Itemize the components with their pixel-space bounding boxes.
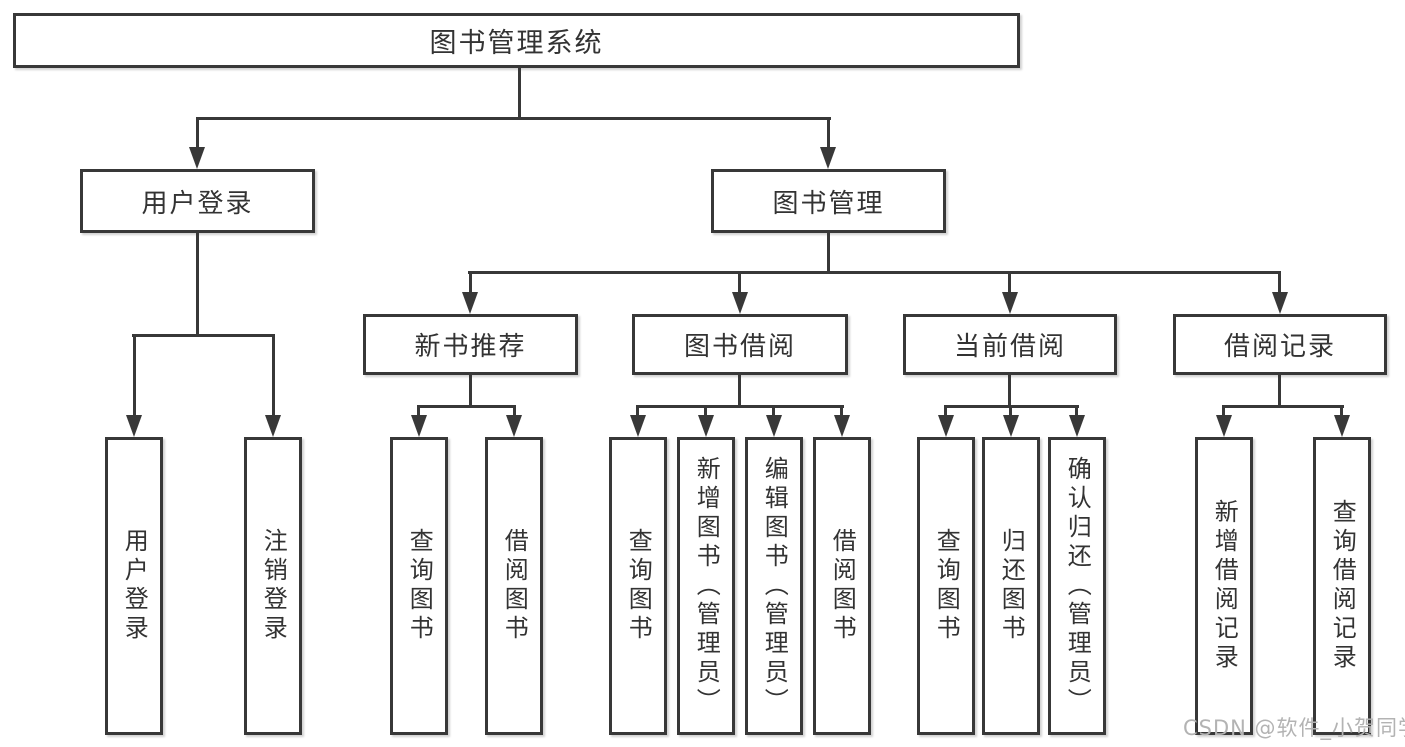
node-borrowing-records: 借阅记录: [1173, 314, 1387, 375]
connector-stem-return-book: [1009, 405, 1012, 417]
connector-stem-query-books-borrowing: [636, 405, 639, 417]
connector-stem-query-borrow-record: [1340, 405, 1343, 417]
arrowhead-edit-book-admin: [766, 415, 782, 437]
connector-recommend-vline: [469, 375, 472, 408]
connector-records-hline: [1222, 405, 1344, 408]
connector-stem-borrowing-records: [1278, 271, 1281, 294]
csdn-watermark: CSDN @软件_小贺同学: [1183, 716, 1405, 740]
leaf-add-book-admin: 新增图书（管理员）: [677, 437, 735, 735]
connector-stem-leaf-user-login: [133, 334, 136, 417]
node-book-borrowing: 图书借阅: [632, 314, 848, 375]
connector-root-vline: [518, 68, 521, 118]
arrowhead-return-book: [1003, 415, 1019, 437]
leaf-query-books-recommend: 查询图书: [390, 437, 448, 735]
arrowhead-query-borrow-record: [1334, 415, 1350, 437]
connector-borrowing-hline: [636, 405, 844, 408]
connector-stem-book-borrowing: [738, 271, 741, 294]
node-root-system: 图书管理系统: [13, 13, 1020, 68]
connector-stem-book-management: [827, 117, 830, 149]
arrowhead-borrow-books-borrowing: [834, 415, 850, 437]
connector-borrowing-vline: [738, 375, 741, 408]
arrowhead-user-login: [189, 147, 205, 169]
leaf-query-books-borrowing: 查询图书: [609, 437, 667, 735]
arrowhead-query-books-recommend: [411, 415, 427, 437]
connector-stem-confirm-return-admin: [1075, 405, 1078, 417]
leaf-edit-book-admin: 编辑图书（管理员）: [745, 437, 803, 735]
node-current-borrowing: 当前借阅: [903, 314, 1117, 375]
node-book-management: 图书管理: [711, 169, 946, 233]
arrowhead-borrowing-records: [1272, 292, 1288, 314]
leaf-user-login: 用户登录: [105, 437, 163, 735]
node-new-book-recommend: 新书推荐: [363, 314, 578, 375]
connector-recommend-hline: [417, 405, 516, 408]
leaf-query-books-current: 查询图书: [917, 437, 975, 735]
leaf-add-borrow-record: 新增借阅记录: [1195, 437, 1253, 735]
arrowhead-leaf-logout: [265, 415, 281, 437]
connector-stem-leaf-logout: [272, 334, 275, 417]
connector-stem-query-books-recommend: [417, 405, 420, 417]
arrowhead-leaf-user-login: [126, 415, 142, 437]
connector-stem-edit-book-admin: [772, 405, 775, 417]
connector-bookmgmt-hline: [468, 271, 1281, 274]
connector-stem-new-book-recommend: [469, 271, 472, 294]
connector-stem-borrow-books-recommend: [513, 405, 516, 417]
leaf-logout: 注销登录: [244, 437, 302, 735]
arrowhead-query-books-current: [938, 415, 954, 437]
arrowhead-confirm-return-admin: [1069, 415, 1085, 437]
node-user-login: 用户登录: [80, 169, 315, 233]
arrowhead-book-management: [820, 147, 836, 169]
connector-stem-query-books-current: [944, 405, 947, 417]
arrowhead-book-borrowing: [732, 292, 748, 314]
arrowhead-add-borrow-record: [1216, 415, 1232, 437]
leaf-borrow-books-recommend: 借阅图书: [485, 437, 543, 735]
connector-stem-current-borrowing: [1008, 271, 1011, 294]
leaf-return-book: 归还图书: [982, 437, 1040, 735]
connector-records-vline: [1278, 375, 1281, 408]
leaf-borrow-books-borrowing: 借阅图书: [813, 437, 871, 735]
arrowhead-query-books-borrowing: [630, 415, 646, 437]
arrowhead-current-borrowing: [1002, 292, 1018, 314]
connector-userlogin-hline: [132, 334, 275, 337]
connector-userlogin-vline: [196, 233, 199, 337]
leaf-query-borrow-record: 查询借阅记录: [1313, 437, 1371, 735]
connector-bookmgmt-vline: [827, 233, 830, 274]
arrowhead-add-book-admin: [698, 415, 714, 437]
arrowhead-new-book-recommend: [462, 292, 478, 314]
leaf-confirm-return-admin: 确认归还（管理员）: [1048, 437, 1106, 735]
connector-stem-user-login: [196, 117, 199, 149]
connector-current-vline: [1008, 375, 1011, 408]
arrowhead-borrow-books-recommend: [506, 415, 522, 437]
connector-root-hline: [196, 117, 831, 120]
connector-stem-add-borrow-record: [1222, 405, 1225, 417]
connector-stem-borrow-books-borrowing: [840, 405, 843, 417]
connector-stem-add-book-admin: [704, 405, 707, 417]
